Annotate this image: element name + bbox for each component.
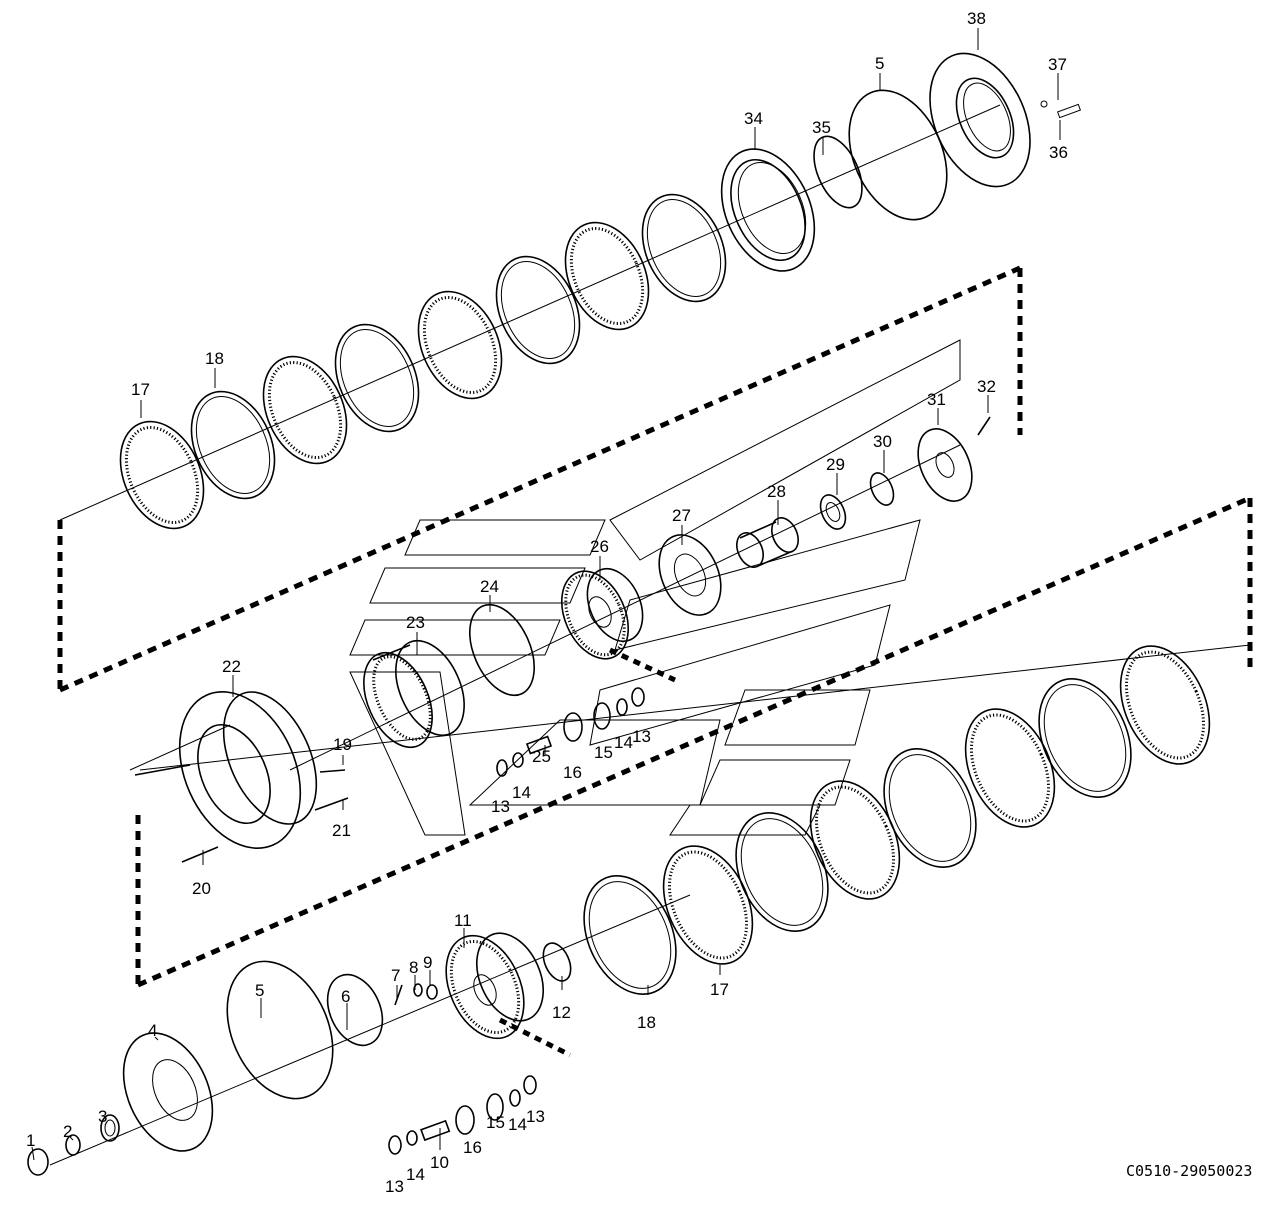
callout-9: 9	[423, 953, 432, 972]
callout-28: 28	[767, 482, 786, 501]
callout-16-upper: 16	[563, 763, 582, 782]
callout-34: 34	[744, 109, 763, 128]
callout-13-lower-left: 13	[385, 1177, 404, 1196]
callout-38: 38	[967, 9, 986, 28]
carrier-shaft-group	[561, 416, 991, 660]
callout-16-lower: 16	[463, 1138, 482, 1157]
callout-29: 29	[826, 455, 845, 474]
upper-planet-pin-cluster	[496, 687, 645, 777]
callout-19: 19	[333, 735, 352, 754]
callout-24: 24	[480, 577, 499, 596]
callout-14-upper-right: 14	[614, 733, 633, 752]
callout-14-upper-left: 14	[512, 783, 531, 802]
callout-35: 35	[812, 118, 831, 137]
callout-4: 4	[148, 1021, 157, 1040]
callout-10: 10	[430, 1153, 449, 1172]
watermark-logo	[349, 339, 961, 836]
callout-25: 25	[532, 747, 551, 766]
dashed-connectors	[57, 265, 1253, 1058]
callout-27: 27	[672, 506, 691, 525]
callout-17-upper: 17	[131, 380, 150, 399]
callout-18-upper: 18	[205, 349, 224, 368]
callout-13-upper-right: 13	[632, 727, 651, 746]
callout-22: 22	[222, 657, 241, 676]
callout-18-lower: 18	[637, 1013, 656, 1032]
lower-planet-pin-cluster	[388, 1075, 537, 1155]
callout-30: 30	[873, 432, 892, 451]
callout-23: 23	[406, 613, 425, 632]
callout-13-lower-right: 13	[526, 1107, 545, 1126]
callout-11: 11	[454, 911, 472, 930]
callout-36: 36	[1049, 143, 1068, 162]
callout-6: 6	[341, 987, 350, 1006]
upper-piston-group	[720, 52, 1082, 272]
callout-12: 12	[552, 1003, 571, 1022]
callout-leaders	[31, 28, 1061, 1161]
callout-37: 37	[1048, 55, 1067, 74]
callout-2: 2	[63, 1122, 72, 1141]
callout-5-lower: 5	[255, 981, 264, 1000]
callout-32: 32	[977, 377, 996, 396]
callout-labels: 1 2 3 4 5 6 7 8 9 10 11 12 13 14 16 15 1…	[26, 9, 1068, 1196]
callout-20: 20	[192, 879, 211, 898]
callout-5-upper: 5	[875, 54, 884, 73]
callout-13-upper-left: 13	[491, 797, 510, 816]
callout-3: 3	[98, 1107, 107, 1126]
lower-clutch-pack	[583, 645, 1211, 995]
upper-clutch-pack	[119, 193, 727, 530]
callout-17-lower: 17	[710, 980, 729, 999]
callout-31: 31	[927, 390, 946, 409]
callout-1: 1	[26, 1131, 35, 1150]
callout-15-upper: 15	[594, 743, 613, 762]
callout-15-lower: 15	[486, 1113, 505, 1132]
callout-8: 8	[409, 958, 418, 977]
callout-7: 7	[391, 966, 400, 985]
housing-group	[134, 603, 535, 863]
callout-14-lower-left: 14	[406, 1165, 425, 1184]
callout-14-lower-right: 14	[508, 1115, 527, 1134]
callout-21: 21	[332, 821, 351, 840]
lower-carrier-group	[27, 932, 572, 1176]
callout-26: 26	[590, 537, 609, 556]
drawing-code: C0510-29050023	[1126, 1162, 1252, 1180]
